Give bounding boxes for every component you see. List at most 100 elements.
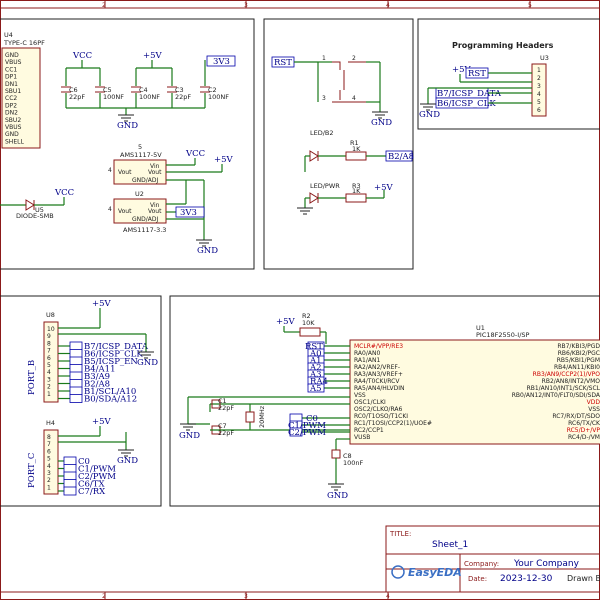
led2-label: LED/PWR xyxy=(310,182,340,190)
date-label: Date: xyxy=(468,575,487,583)
cap-ref: C4 xyxy=(139,86,148,94)
usb-pin-label: DP1 xyxy=(5,74,17,81)
portb-pin-number: 3 xyxy=(47,376,51,383)
c8-ref: C8 xyxy=(343,452,352,460)
usb-pin-label: DN2 xyxy=(5,110,18,117)
easyeda-logo: EasyEDA xyxy=(408,566,462,579)
mcu-left-pin: MCLR#/VPP/RE3 xyxy=(354,343,403,350)
mcu-left-pin: RA4/T0CKI/RCV xyxy=(354,378,400,385)
capacitor-symbol xyxy=(200,86,210,93)
capacitor-symbol xyxy=(167,86,177,93)
reg1-gnd: GND/ADJ xyxy=(132,177,159,184)
mcu-left-pin: OSC1/CLKI xyxy=(354,399,386,406)
portb-net-flag xyxy=(69,379,83,388)
usb-pin-label: SHELL xyxy=(5,138,24,145)
prog-title: Programming Headers xyxy=(452,41,554,50)
mcu-right-pin: RB1/AN10/INT1/SCK/SCL xyxy=(527,385,600,392)
prog-pin-number: 3 xyxy=(537,83,541,90)
mcu-net-label: A3 xyxy=(309,370,322,380)
mcu-right-pin: RB3/AN9/CCP2(1)/VPO xyxy=(533,371,600,378)
mcu-left-pin: VUSB xyxy=(354,434,370,441)
portb-net-label: B4/A11 xyxy=(84,365,115,375)
title-block: TITLE: Sheet_1 Company: Your Company Dat… xyxy=(385,525,600,593)
usb-body xyxy=(1,47,41,149)
prog-data: B7/ICSP_DATA xyxy=(437,89,502,99)
c1-ref: C1 xyxy=(218,397,227,405)
mcu-net-label: A1 xyxy=(309,356,322,366)
cap-c1 xyxy=(211,399,221,409)
rst-label: RST xyxy=(274,58,292,68)
reg1-vout-r: Vout xyxy=(148,169,162,176)
c7-val: 22pF xyxy=(218,429,234,437)
cap-value: 100NF xyxy=(208,93,229,101)
sw-pin2: 2 xyxy=(352,55,356,62)
portb-gnd: GND xyxy=(137,358,158,368)
sw-pin1: 1 xyxy=(322,55,326,62)
sw-pin3: 3 xyxy=(322,95,326,102)
portc-net-flag xyxy=(63,456,77,466)
p5v-label-reg: +5V xyxy=(214,155,234,165)
reg1-vin: Vin xyxy=(150,163,160,170)
mcu-net-label: RST xyxy=(305,342,323,352)
ruler-col-2: 2 xyxy=(102,2,106,9)
programming-section xyxy=(417,18,600,130)
portc-pin-number: 1 xyxy=(47,484,51,491)
ports-section xyxy=(0,295,162,507)
mcu-left-pin: RC0/T1OSO/T1CKI xyxy=(354,413,408,420)
mcu-gnd-c8: GND xyxy=(327,491,348,501)
portb-pin-number: 6 xyxy=(47,355,51,362)
portc-net-flag xyxy=(63,486,77,496)
schottky-diode: U5 DIODE-SMB VCC xyxy=(0,188,74,220)
led-b2: LED/B2 R1 1K B2/A8 xyxy=(304,129,414,172)
portc-net-flag xyxy=(63,464,77,473)
portc-body xyxy=(43,429,59,495)
top-ruler: 2 3 4 5 2 3 4 xyxy=(102,0,532,600)
drawn-by: Drawn B xyxy=(567,574,600,583)
sheet-inner-frame xyxy=(0,7,600,593)
power-caps: VCC +5V C622pFC5100NFC4100NFC322pFC2100N… xyxy=(61,51,236,131)
usb-pin-label: VBUS xyxy=(5,59,22,66)
date-value: 2023-12-30 xyxy=(500,574,553,584)
mcu-cnet-label: C0 xyxy=(306,414,318,424)
mcu-net-flag xyxy=(307,383,325,393)
prog-connector-body xyxy=(531,63,547,117)
prog-rst: RST xyxy=(468,69,486,79)
mcu-left-pin: RA2/AN2/VREF- xyxy=(354,364,400,371)
ruler-col-3-bottom: 3 xyxy=(244,593,248,600)
usb-pin-label: CC1 xyxy=(5,66,17,73)
portb-net-label: B5/ICSP_EN xyxy=(84,357,138,367)
sw-pin4: 4 xyxy=(352,95,356,102)
portc-pin-number: 7 xyxy=(47,441,51,448)
mcu-left-pin: RA3/AN3/VREF+ xyxy=(354,371,403,378)
diode-ref: U5 xyxy=(35,206,44,214)
reg1-vout-l: Vout xyxy=(118,169,132,176)
reg2-ref: U2 xyxy=(135,190,144,198)
capacitor-symbol xyxy=(95,86,105,93)
regulator-3v3: U2 Vin Vout Vout GND/ADJ 4 AMS1117-3.3 3… xyxy=(108,180,218,256)
gnd-label-caps: GND xyxy=(117,121,138,131)
portb-p5v: +5V xyxy=(92,299,112,309)
mcu-net-label: RA4 xyxy=(310,377,328,387)
reg2-vout-r: Vout xyxy=(148,208,162,215)
p5v-label-caps: +5V xyxy=(143,51,163,61)
xtal-val: 20MHz xyxy=(258,405,266,428)
mcu-right-pin: RB7/KBI3/PGD xyxy=(557,343,600,350)
port-b-header: U8 PORT_B 10987654321B7/ICSP_DATAB6/ICSP… xyxy=(27,299,158,405)
portc-net-flag xyxy=(63,471,77,481)
prog-pin-number: 6 xyxy=(537,107,541,114)
portb-net-label: B7/ICSP_DATA xyxy=(84,342,149,352)
reg1-value: AMS1117-5V xyxy=(120,151,162,159)
mcu-right-pin: RB2/AN8/INT2/VMO xyxy=(542,378,600,385)
net-3v3-top-text: 3V3 xyxy=(213,57,230,67)
mcu-right-pin: VSS xyxy=(588,406,600,413)
portb-net-label: B0/SDA/A12 xyxy=(84,395,137,405)
cap-ref: C2 xyxy=(208,86,217,94)
led1-label: LED/B2 xyxy=(310,129,334,137)
reg1-body xyxy=(113,159,167,185)
usb-pin-label: DN1 xyxy=(5,81,18,88)
prog-pin-number: 5 xyxy=(537,99,541,106)
reg2-gnd: GND/ADJ xyxy=(132,216,159,223)
ruler-col-3: 3 xyxy=(244,2,248,9)
